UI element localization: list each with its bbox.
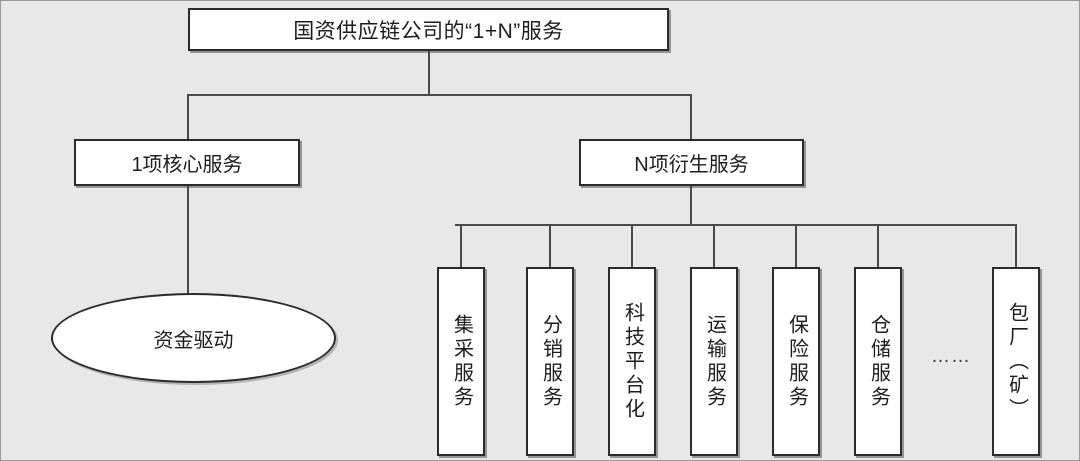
connector-to-leaf-3 (631, 224, 633, 267)
node-leaf-factory-mine[interactable]: 包厂（矿） (992, 267, 1040, 456)
ellipsis-more-services: …… (931, 346, 971, 367)
node-leaf-factory-mine-label: 包厂（矿） (1005, 301, 1028, 422)
node-leaf-warehousing[interactable]: 仓储服务 (854, 267, 902, 456)
node-leaf-tech-platform-label: 科技平台化 (621, 301, 644, 422)
connector-to-leaf-7 (1015, 224, 1017, 267)
connector-to-leaf-6 (877, 224, 879, 267)
connector-to-derived (690, 94, 692, 139)
node-leaf-procurement[interactable]: 集采服务 (437, 267, 485, 456)
connector-to-leaf-1 (460, 224, 462, 267)
node-leaf-transport[interactable]: 运输服务 (690, 267, 738, 456)
node-derived-service[interactable]: N项衍生服务 (579, 139, 804, 186)
node-leaf-procurement-label: 集采服务 (450, 313, 473, 410)
connector-level2-bar (188, 94, 692, 96)
connector-to-leaf-2 (549, 224, 551, 267)
node-leaf-insurance[interactable]: 保险服务 (772, 267, 820, 456)
node-core-service-label: 1项核心服务 (131, 154, 243, 176)
connector-leaf-bar (455, 224, 1017, 226)
connector-derived-trunk (690, 186, 692, 225)
connector-title-trunk (428, 51, 430, 94)
node-leaf-distribution-label: 分销服务 (539, 313, 562, 410)
node-derived-service-label: N项衍生服务 (634, 154, 749, 176)
connector-to-leaf-5 (795, 224, 797, 267)
node-title[interactable]: 国资供应链公司的“1+N”服务 (188, 8, 669, 51)
node-leaf-tech-platform[interactable]: 科技平台化 (608, 267, 656, 456)
node-funding-driver-label: 资金驱动 (153, 329, 234, 352)
node-core-service[interactable]: 1项核心服务 (74, 139, 300, 186)
node-leaf-warehousing-label: 仓储服务 (867, 313, 890, 410)
node-leaf-insurance-label: 保险服务 (785, 313, 808, 410)
node-funding-driver[interactable]: 资金驱动 (51, 293, 336, 383)
node-title-label: 国资供应链公司的“1+N”服务 (293, 19, 564, 43)
connector-to-core (187, 94, 189, 139)
connector-core-to-funding (187, 186, 189, 301)
node-leaf-distribution[interactable]: 分销服务 (526, 267, 574, 456)
node-leaf-transport-label: 运输服务 (703, 313, 726, 410)
connector-to-leaf-4 (713, 224, 715, 267)
